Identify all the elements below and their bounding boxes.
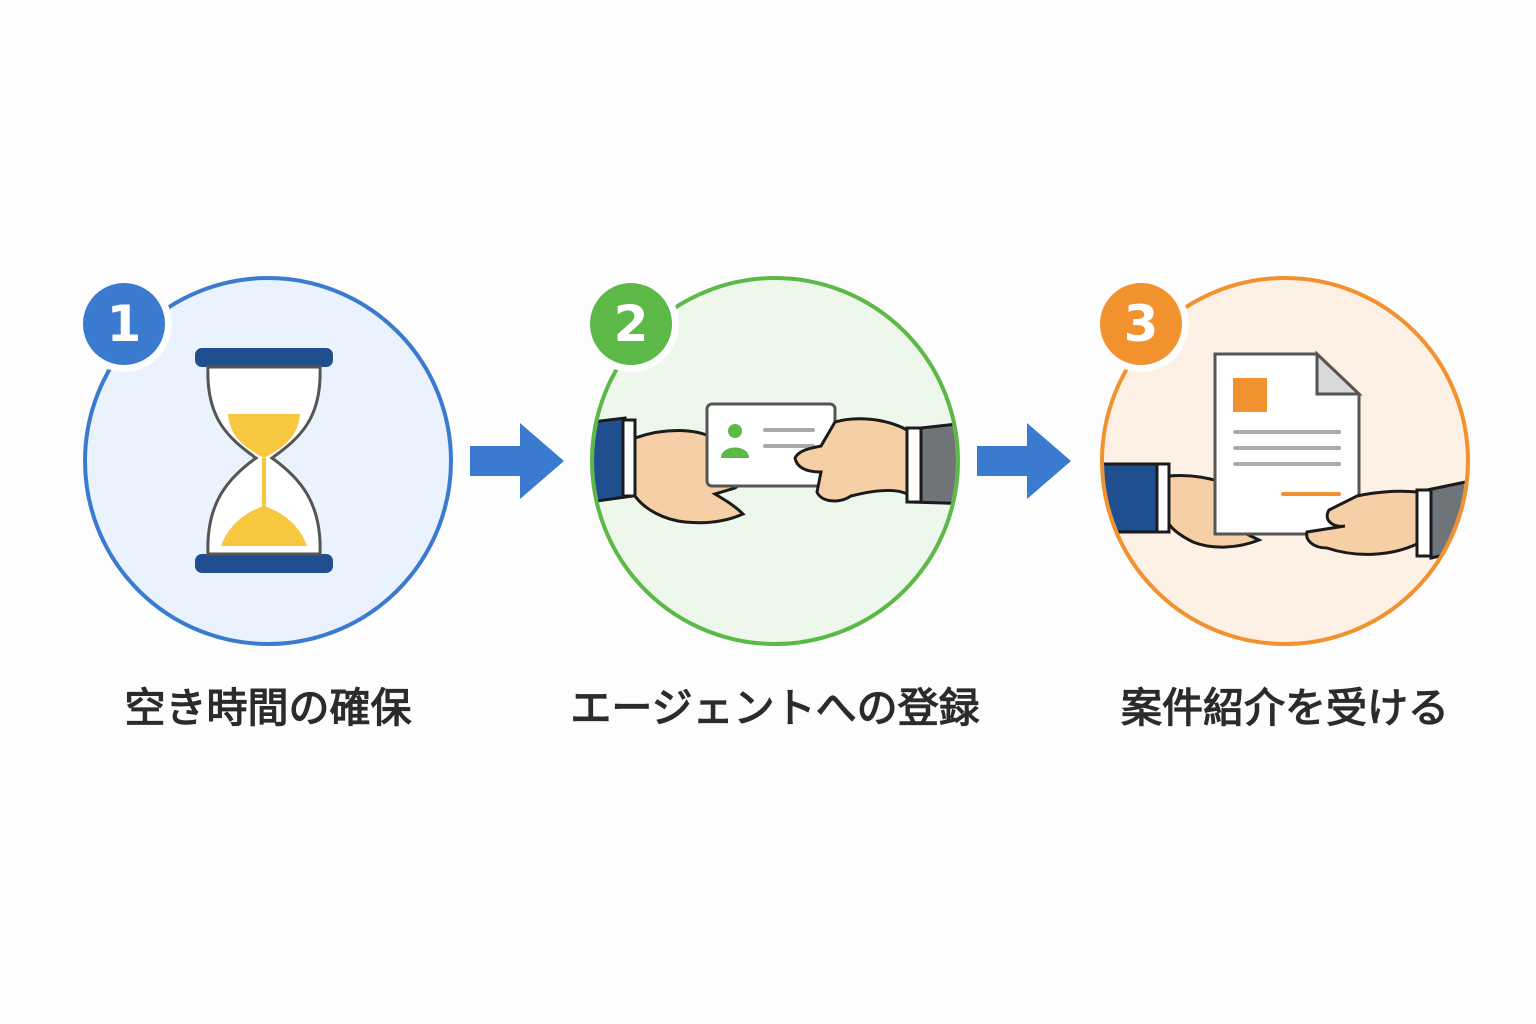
profile-card-handover-icon (590, 276, 960, 646)
step-3: 3 (1093, 276, 1475, 658)
step-1-number-badge: 1 (76, 276, 172, 372)
arrow-right-icon (977, 423, 1071, 499)
document-handover-icon (1100, 276, 1470, 646)
step-2-label: エージェントへの登録 (570, 684, 980, 732)
step-3-number-badge: 3 (1093, 276, 1189, 372)
step-1: 1 (76, 276, 458, 658)
arrow-right-icon (470, 423, 564, 499)
step-2-number-badge: 2 (583, 276, 679, 372)
step-2: 2 (583, 276, 965, 658)
hourglass-icon (83, 276, 453, 646)
step-3-label: 案件紹介を受ける (1121, 684, 1449, 732)
step-1-label: 空き時間の確保 (124, 684, 412, 732)
